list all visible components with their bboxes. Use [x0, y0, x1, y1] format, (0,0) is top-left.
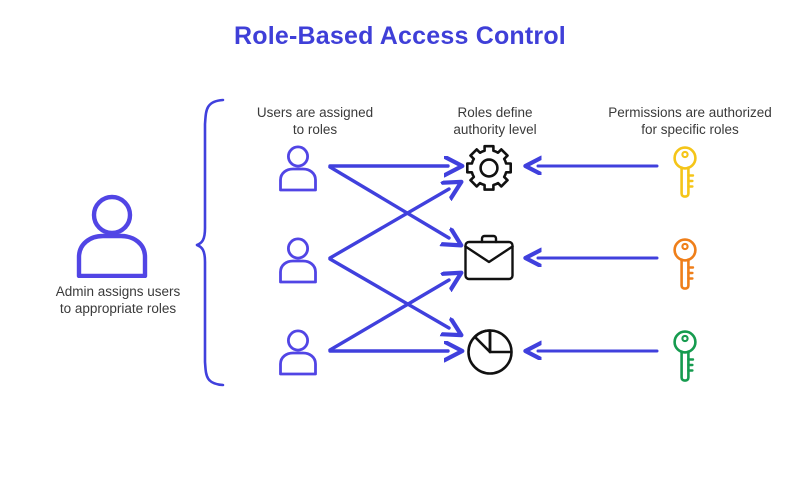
briefcase-icon: [464, 234, 514, 281]
role-node-1[interactable]: [464, 143, 514, 198]
key-icon: [673, 238, 697, 290]
user-icon: [279, 237, 317, 284]
user-node-3[interactable]: [276, 328, 320, 381]
person-icon: [76, 194, 148, 279]
caption-admin: Admin assigns users to appropriate roles: [55, 284, 181, 316]
caption-permissions: Permissions are authorized for specific …: [608, 105, 772, 137]
role-node-3[interactable]: [465, 327, 515, 382]
connector-user2-role3: [328, 257, 449, 328]
permission-node-2[interactable]: [670, 237, 700, 296]
user-node-1[interactable]: [276, 144, 320, 197]
key-icon: [673, 330, 697, 382]
caption-users: Users are assigned to roles: [256, 105, 374, 137]
pie-chart-icon: [467, 329, 513, 375]
connector-user2-role1: [328, 189, 449, 260]
user-icon: [279, 329, 317, 376]
curly-brace: [195, 98, 225, 387]
user-icon: [279, 145, 317, 192]
key-icon: [673, 146, 697, 198]
caption-roles: Roles define authority level: [453, 105, 537, 137]
user-node-2[interactable]: [276, 236, 320, 289]
role-node-2[interactable]: [462, 233, 516, 288]
gear-icon: [466, 144, 512, 191]
connector-user1-role2: [328, 165, 449, 238]
connector-user3-role2: [328, 280, 449, 352]
permission-node-3[interactable]: [670, 329, 700, 388]
permission-node-1[interactable]: [670, 145, 700, 204]
page-title: Role-Based Access Control: [234, 22, 566, 50]
admin-node[interactable]: [72, 192, 152, 283]
